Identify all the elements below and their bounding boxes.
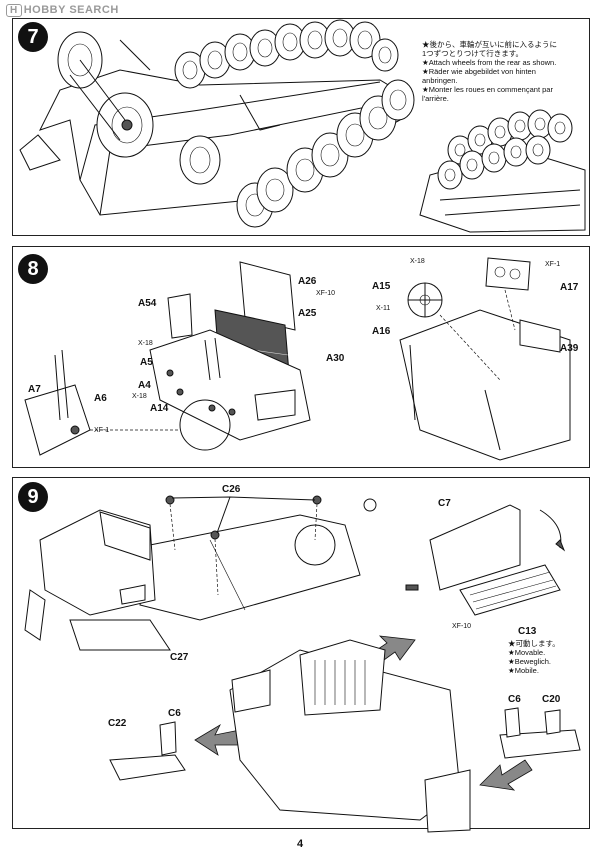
label-a25: A25 (298, 308, 317, 319)
instruction-line: 1つずつとりつけて行きます。 (422, 49, 523, 58)
label-x18-c: X-18 (410, 258, 425, 265)
label-xf10: XF-10 (452, 623, 472, 630)
direction-arrow (479, 759, 533, 791)
side-plate (231, 669, 271, 713)
label-a4: A4 (138, 380, 151, 391)
detail-magnifier (294, 524, 336, 566)
floor-plate (69, 619, 171, 651)
label-a5: A5 (140, 357, 153, 368)
direction-arrow (194, 723, 241, 756)
engine-grille (299, 639, 386, 716)
label-a30: A30 (326, 353, 345, 364)
instruction-line: anbringen. (422, 76, 458, 85)
bolt-part (363, 498, 377, 512)
drive-sprocket (179, 135, 221, 185)
label-a6: A6 (94, 393, 107, 404)
movable-line: ★可動します。 (508, 639, 560, 648)
instruction-line: ★後から、車輪が互いに前に入るように (422, 40, 557, 49)
movable-line: ★Mobile. (508, 666, 539, 675)
label-x11: X-11 (376, 305, 391, 312)
label-c13: C13 (518, 626, 537, 637)
watermark-logo: H (6, 4, 22, 17)
step-7-inset (419, 109, 586, 233)
screw-c26 (165, 495, 175, 505)
label-a16: A16 (372, 326, 391, 337)
bracket-c22 (109, 754, 186, 781)
label-a15: A15 (372, 281, 391, 292)
upper-deck-plate (139, 514, 361, 621)
label-c26: C26 (222, 484, 241, 495)
instrument-panel (485, 257, 531, 291)
movable-note: ★可動します。 ★Movable. ★Beweglich. ★Mobile. (508, 639, 560, 675)
step-9-badge: 9 (18, 482, 48, 512)
instruction-line: ★Räder wie abgebildet von hinten (422, 67, 536, 76)
instrument-box (254, 389, 296, 421)
step-8-badge: 8 (18, 254, 48, 284)
instruction-line: l'arrière. (422, 94, 449, 103)
label-c6-left: C6 (168, 708, 181, 719)
part-a54 (167, 293, 193, 339)
label-a26: A26 (298, 276, 317, 287)
label-xf10: XF-10 (316, 290, 336, 297)
screw-icon (166, 369, 174, 377)
road-wheels-upper (174, 19, 399, 89)
road-wheels-lower (236, 79, 415, 228)
screw-icon (176, 388, 184, 396)
step-7-badge: 7 (18, 22, 48, 52)
page-number: 4 (296, 838, 304, 850)
label-xf1-a: XF-1 (94, 427, 110, 434)
instruction-line: ★Attach wheels from the rear as shown. (422, 58, 557, 67)
label-a7: A7 (28, 384, 41, 395)
label-a14: A14 (150, 403, 169, 414)
part-c6-right (504, 707, 521, 738)
label-c22: C22 (108, 718, 127, 729)
label-x18-a: X-18 (138, 340, 153, 347)
label-x18-b: X-18 (132, 393, 147, 400)
screw-icon (228, 408, 236, 416)
dashboard-panel (519, 319, 561, 353)
step-7-instructions: ★後から、車輪が互いに前に入るように 1つずつとりつけて行きます。 ★Attac… (422, 40, 557, 103)
label-a54: A54 (138, 298, 157, 309)
label-xf1-b: XF-1 (545, 261, 561, 268)
instruction-line: ★Monter les roues en commençant par (422, 85, 553, 94)
movable-line: ★Movable. (508, 648, 546, 657)
movable-line: ★Beweglich. (508, 657, 551, 666)
screw-icon (208, 404, 216, 412)
label-c20: C20 (542, 694, 561, 705)
label-c27: C27 (170, 652, 189, 663)
label-a39: A39 (560, 343, 579, 354)
part-c6-left (159, 721, 177, 756)
side-panel-c7 (429, 504, 521, 591)
label-a17: A17 (560, 282, 579, 293)
rear-plate (424, 769, 471, 833)
label-c6-right: C6 (508, 694, 521, 705)
hinged-flap-c13 (459, 564, 561, 616)
label-c7: C7 (438, 498, 451, 509)
detail-magnifier (179, 399, 231, 451)
watermark-text: HOBBY SEARCH (23, 4, 119, 16)
seat-back (239, 261, 296, 331)
front-hull-assembly (399, 309, 571, 461)
